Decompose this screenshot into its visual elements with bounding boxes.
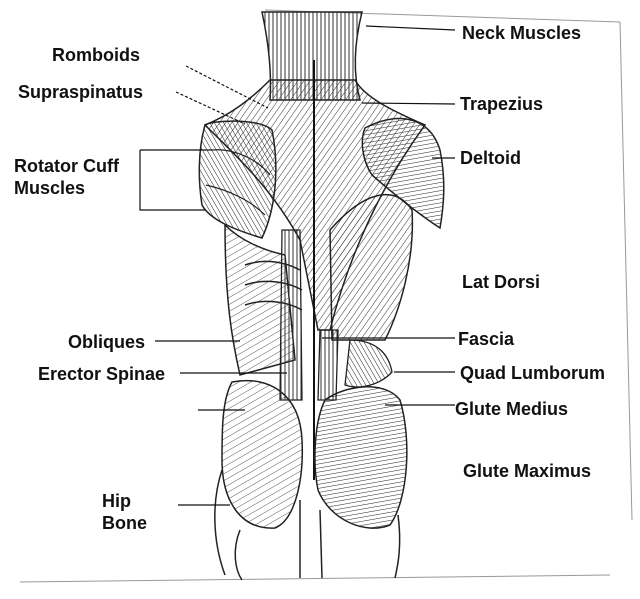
- leader-rotator-cuff-bracket: [139, 150, 205, 211]
- label-quad-lumborum: Quad Lumborum: [460, 363, 605, 383]
- label-obliques: Obliques: [68, 332, 146, 352]
- rotator-cuff-shape: [198, 120, 277, 239]
- label-hip-bone: Hip Bone: [102, 491, 147, 533]
- glute-left-shape: [221, 380, 304, 529]
- hip-bone-shape: [214, 469, 401, 581]
- quad-lumborum-shape: [344, 339, 393, 388]
- label-glute-medius: Glute Medius: [455, 399, 569, 419]
- leader-lines: [139, 25, 456, 506]
- label-erector-spinae: Erector Spinae: [38, 364, 166, 384]
- label-lat-dorsi: Lat Dorsi: [462, 272, 541, 292]
- leader-supraspinatus: [175, 91, 246, 125]
- label-supraspinatus: Supraspinatus: [18, 82, 144, 102]
- label-trapezius: Trapezius: [460, 94, 544, 114]
- leader-romboids: [185, 65, 269, 109]
- glute-right-shape: [314, 386, 408, 529]
- label-glute-maximus: Glute Maximus: [463, 461, 592, 481]
- label-neck-muscles: Neck Muscles: [462, 23, 582, 43]
- label-romboids: Romboids: [52, 45, 140, 65]
- erector-spinae-shape: [279, 60, 339, 480]
- deltoid-shape: [361, 117, 445, 230]
- label-fascia: Fascia: [458, 329, 515, 349]
- lat-dorsi-shape: [329, 194, 414, 341]
- leader-trapezius: [361, 102, 456, 105]
- label-deltoid: Deltoid: [460, 148, 521, 168]
- label-rotator-cuff: Rotator Cuff Muscles: [14, 156, 119, 198]
- leader-neck-muscles: [365, 25, 456, 31]
